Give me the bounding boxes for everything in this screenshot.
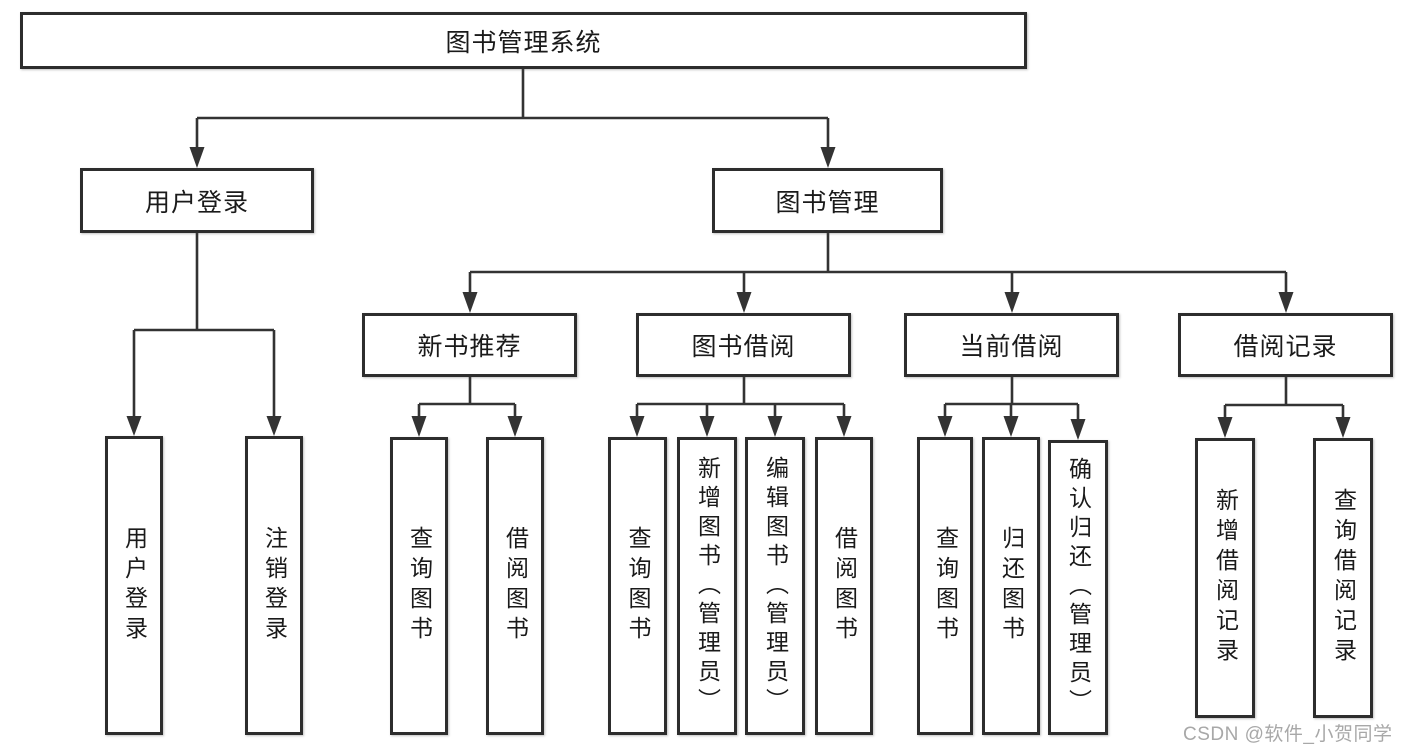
- leaf-label: 注销登录: [261, 525, 288, 646]
- leaf-newbooks-borrow-book: 借阅图书: [486, 437, 544, 735]
- node-current-borrowing: 当前借阅: [904, 313, 1119, 377]
- node-library-system-root: 图书管理系统: [20, 12, 1027, 69]
- node-label: 图书管理系统: [445, 28, 602, 57]
- node-label: 借阅记录: [1233, 333, 1338, 361]
- leaf-label: 确认归还（管理员）: [1065, 457, 1092, 718]
- node-new-book-recommend: 新书推荐: [362, 313, 577, 377]
- leaf-label: 编辑图书（管理员）: [762, 455, 789, 717]
- node-book-borrowing: 图书借阅: [636, 313, 851, 377]
- leaf-records-query-record: 查询借阅记录: [1313, 438, 1373, 718]
- node-book-management: 图书管理: [712, 168, 943, 233]
- leaf-current-confirm-return-admin: 确认归还（管理员）: [1048, 440, 1108, 735]
- leaf-current-query-books: 查询图书: [917, 437, 973, 735]
- leaf-user-login: 用户登录: [105, 436, 163, 735]
- leaf-records-add-record: 新增借阅记录: [1195, 438, 1255, 718]
- leaf-borrow-borrow-book: 借阅图书: [815, 437, 873, 735]
- csdn-watermark: CSDN @软件_小贺同学: [1183, 724, 1393, 745]
- leaf-borrow-query-books: 查询图书: [608, 437, 667, 735]
- leaf-label: 新增借阅记录: [1212, 488, 1239, 668]
- leaf-logout: 注销登录: [245, 436, 303, 735]
- leaf-label: 借阅图书: [831, 526, 858, 646]
- node-label: 当前借阅: [959, 333, 1064, 361]
- leaf-label: 查询图书: [625, 526, 651, 646]
- node-borrowing-records: 借阅记录: [1178, 313, 1393, 377]
- node-label: 用户登录: [144, 188, 249, 217]
- node-label: 图书管理: [775, 188, 880, 217]
- leaf-borrow-add-book-admin: 新增图书（管理员）: [677, 437, 737, 735]
- node-user-login: 用户登录: [80, 168, 314, 233]
- leaf-label: 查询借阅记录: [1330, 488, 1357, 668]
- leaf-label: 查询图书: [932, 526, 959, 646]
- node-label: 图书借阅: [691, 333, 796, 361]
- leaf-newbooks-query-books: 查询图书: [390, 437, 448, 735]
- leaf-label: 借阅图书: [502, 526, 529, 646]
- leaf-borrow-edit-book-admin: 编辑图书（管理员）: [745, 437, 805, 735]
- leaf-label: 查询图书: [406, 526, 433, 646]
- leaf-label: 用户登录: [121, 525, 148, 646]
- leaf-label: 新增图书（管理员）: [694, 455, 721, 717]
- leaf-current-return-book: 归还图书: [982, 437, 1040, 735]
- node-label: 新书推荐: [417, 333, 522, 361]
- leaf-label: 归还图书: [998, 526, 1025, 646]
